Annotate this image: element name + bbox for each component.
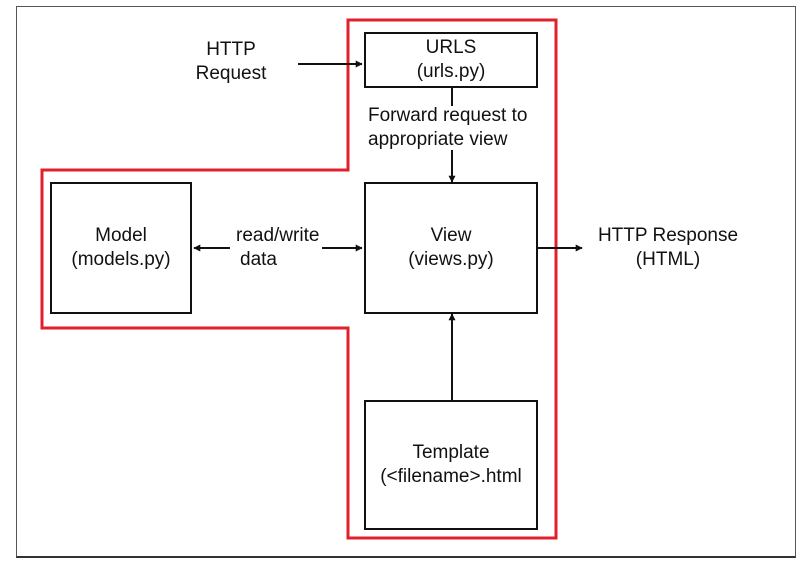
urls-box: URLS (urls.py) [364, 32, 538, 88]
read-write-label-line1: read/write [236, 225, 320, 246]
http-response-label-line2: (HTML) [635, 249, 701, 270]
http-request-label: HTTP Request [176, 38, 286, 86]
read-write-label: read/write data [236, 224, 319, 272]
model-box: Model (models.py) [50, 182, 192, 314]
http-request-label-line2: Request [195, 63, 267, 84]
diagram-frame [16, 6, 796, 558]
urls-box-title: URLS [425, 37, 477, 58]
view-box-title: View [430, 225, 472, 246]
read-write-label-line2: data [240, 249, 277, 270]
highlight-outline [40, 18, 558, 540]
model-box-subtitle: (models.py) [71, 249, 171, 270]
template-box-subtitle: (<filename>.html [380, 466, 522, 487]
urls-box-subtitle: (urls.py) [416, 61, 486, 82]
template-box: Template (<filename>.html [364, 400, 538, 530]
forward-request-label-line1: Forward request to [368, 105, 528, 126]
forward-request-label: Forward request to appropriate view [368, 104, 527, 152]
http-response-label: HTTP Response (HTML) [588, 224, 748, 272]
http-response-label-line1: HTTP Response [597, 225, 739, 246]
model-box-title: Model [95, 225, 147, 246]
template-box-title: Template [412, 442, 490, 463]
view-box: View (views.py) [364, 182, 538, 314]
http-request-label-line1: HTTP [206, 39, 256, 60]
view-box-subtitle: (views.py) [408, 249, 494, 270]
forward-request-label-line2: appropriate view [368, 129, 508, 150]
